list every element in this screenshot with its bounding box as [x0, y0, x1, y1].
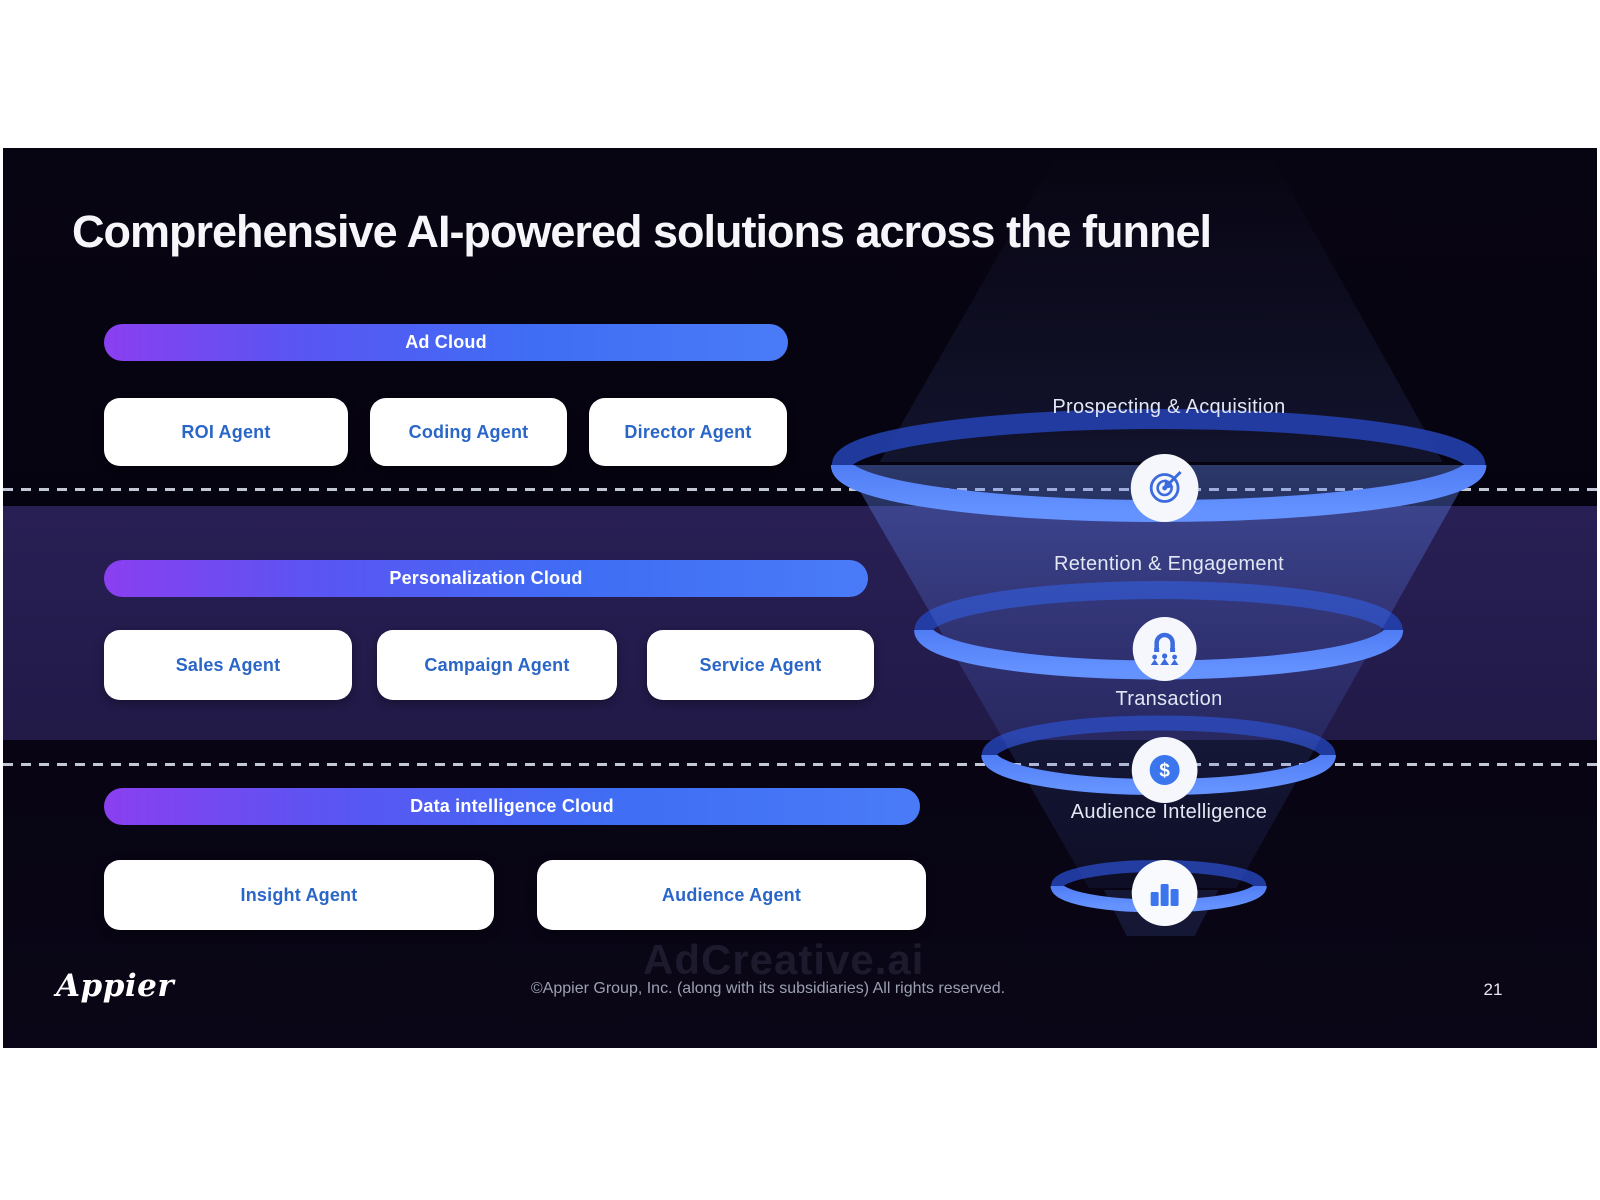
- section-header-data-intelligence-cloud: Data intelligence Cloud: [104, 788, 920, 825]
- agent-card-label: ROI Agent: [181, 421, 271, 442]
- agent-card-label: Coding Agent: [408, 421, 529, 442]
- watermark-text: AdCreative.ai: [643, 936, 925, 983]
- people-magnet-icon: [1132, 617, 1197, 681]
- agent-card-label: Audience Agent: [661, 884, 802, 905]
- funnel-stage-label-transaction: Transaction: [1115, 688, 1223, 710]
- copyright-text: ©Appier Group, Inc. (along with its subs…: [530, 980, 1006, 997]
- funnel-stage-label-prospecting: Prospecting & Acquisition: [1052, 396, 1286, 418]
- funnel-top-beam: [879, 150, 1443, 462]
- funnel-graphic: $: [830, 150, 1487, 936]
- dollar-coin-icon: $: [1131, 737, 1198, 803]
- agent-card-label: Campaign Agent: [424, 654, 570, 675]
- agent-card-campaign: Campaign Agent: [377, 630, 617, 700]
- target-icon: [1130, 454, 1199, 522]
- section-header-ad-cloud: Ad Cloud: [104, 324, 788, 361]
- agent-card-sales: Sales Agent: [104, 630, 352, 700]
- agent-card-label: Director Agent: [624, 421, 752, 442]
- section-header-personalization-cloud: Personalization Cloud: [104, 560, 868, 597]
- page-title: Comprehensive AI-powered solutions acros…: [72, 206, 1212, 257]
- slide: AdCreative.ai: [3, 148, 1597, 1048]
- dashed-divider-top: [3, 488, 1597, 491]
- bar-chart-icon: [1131, 860, 1198, 926]
- agent-card-label: Service Agent: [699, 654, 822, 675]
- agent-card-coding: Coding Agent: [370, 398, 567, 466]
- agent-card-service: Service Agent: [647, 630, 874, 700]
- page-number: 21: [1483, 980, 1503, 999]
- agent-card-label: Insight Agent: [240, 884, 358, 905]
- funnel-stage-label-retention: Retention & Engagement: [1053, 553, 1285, 575]
- dashed-divider-bottom: [3, 763, 1597, 766]
- agent-card-insight: Insight Agent: [104, 860, 494, 930]
- dollar-glyph: $: [1159, 760, 1170, 781]
- agent-card-roi: ROI Agent: [104, 398, 348, 466]
- funnel-stage-label-audience-intelligence: Audience Intelligence: [1070, 801, 1268, 823]
- agent-card-audience: Audience Agent: [537, 860, 926, 930]
- agent-card-label: Sales Agent: [175, 654, 281, 675]
- appier-logo: Appier: [56, 968, 175, 1004]
- agent-card-director: Director Agent: [589, 398, 787, 466]
